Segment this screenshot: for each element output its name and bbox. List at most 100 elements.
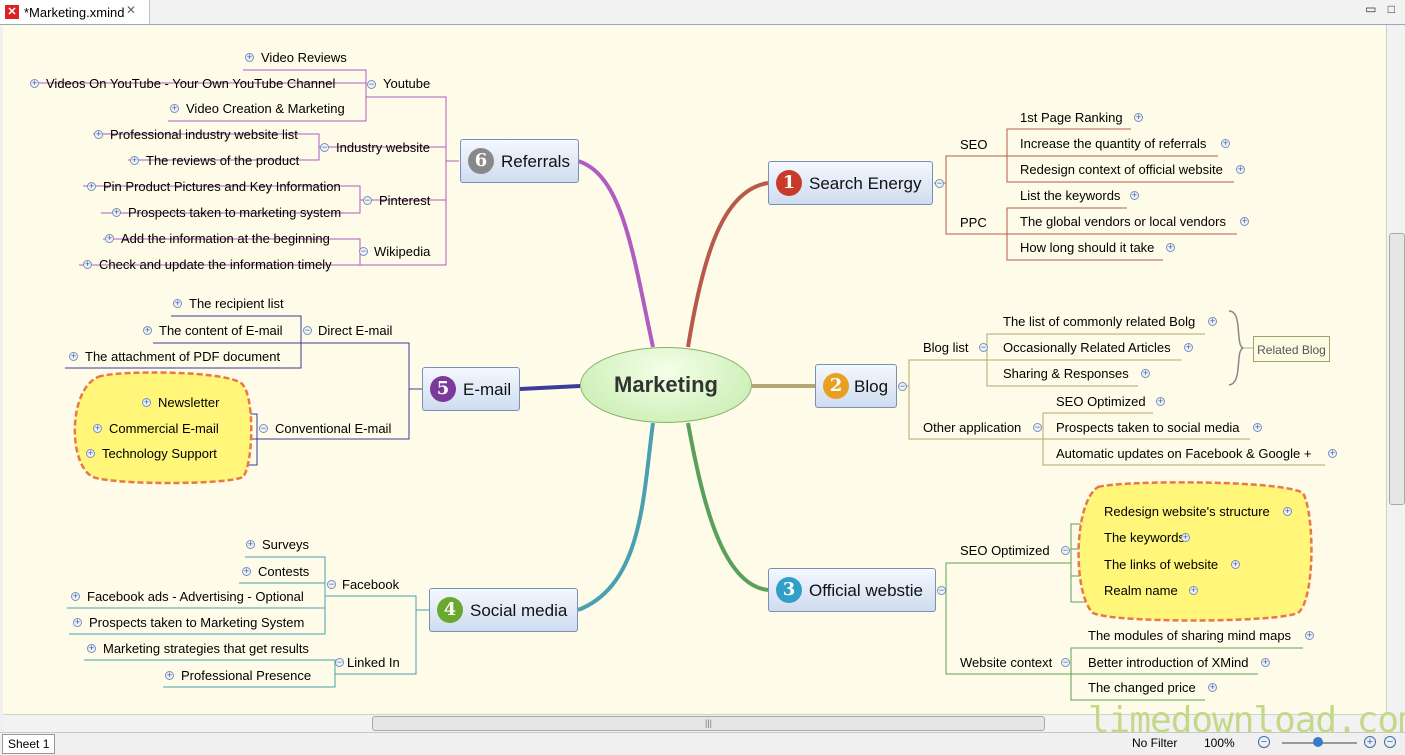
related-blog-label[interactable]: Related Blog [1253, 336, 1330, 362]
subtopic-industry-website[interactable]: Industry website [336, 140, 430, 155]
expand-icon[interactable]: + [173, 298, 182, 308]
collapse-icon[interactable]: − [1061, 657, 1070, 667]
expand-icon[interactable]: + [1208, 682, 1217, 692]
expand-icon[interactable]: + [1141, 368, 1150, 378]
topic-item[interactable]: The changed price [1088, 680, 1196, 695]
topic-item[interactable]: Facebook ads - Advertising - Optional [87, 589, 304, 604]
topic-item[interactable]: Newsletter [158, 395, 220, 410]
expand-icon[interactable]: + [30, 78, 39, 88]
zoom-in-icon[interactable]: + [1364, 736, 1376, 748]
expand-icon[interactable]: + [1166, 242, 1175, 252]
subtopic-youtube[interactable]: Youtube [383, 76, 431, 91]
central-topic[interactable]: Marketing [580, 347, 752, 423]
zoom-out-icon[interactable]: − [1258, 736, 1270, 748]
topic-item[interactable]: Technology Support [102, 446, 217, 461]
subtopic-linked-in[interactable]: Linked In [347, 655, 400, 670]
topic-item[interactable]: The links of website [1104, 557, 1219, 572]
subtopic-facebook[interactable]: Facebook [342, 577, 400, 592]
topic-item[interactable]: Sharing & Responses [1003, 366, 1129, 381]
expand-icon[interactable]: + [142, 397, 151, 407]
topic-item[interactable]: Better introduction of XMind [1088, 655, 1249, 670]
collapse-icon[interactable]: − [335, 657, 344, 667]
expand-icon[interactable]: + [1283, 506, 1292, 516]
topic-item[interactable]: 1st Page Ranking [1020, 110, 1123, 125]
topic-item[interactable]: Pin Product Pictures and Key Information [103, 179, 341, 194]
topic-item[interactable]: Video Creation & Marketing [186, 101, 345, 116]
subtopic-pinterest[interactable]: Pinterest [379, 193, 431, 208]
topic-item[interactable]: Check and update the information timely [99, 257, 332, 272]
vertical-scroll-thumb[interactable] [1389, 233, 1405, 505]
expand-icon[interactable]: + [246, 539, 255, 549]
zoom-fit-icon[interactable]: − [1384, 736, 1396, 748]
expand-icon[interactable]: + [1156, 396, 1165, 406]
expand-icon[interactable]: + [1208, 316, 1217, 326]
expand-icon[interactable]: + [170, 103, 179, 113]
expand-icon[interactable]: + [87, 181, 96, 191]
filter-status[interactable]: No Filter [1132, 736, 1178, 750]
topic-item[interactable]: Prospects taken to Marketing System [89, 615, 305, 630]
subtopic-direct-email[interactable]: Direct E-mail [318, 323, 393, 338]
expand-icon[interactable]: + [1134, 112, 1143, 122]
collapse-icon[interactable]: − [935, 178, 944, 188]
collapse-icon[interactable]: − [363, 195, 372, 205]
expand-icon[interactable]: + [1231, 559, 1240, 569]
topic-item[interactable]: Increase the quantity of referrals [1020, 136, 1207, 151]
topic-item[interactable]: SEO Optimized [1056, 394, 1146, 409]
topic-item[interactable]: How long should it take [1020, 240, 1155, 255]
subtopic-seo[interactable]: SEO [960, 137, 988, 152]
topic-item[interactable]: Marketing strategies that get results [103, 641, 309, 656]
close-icon[interactable]: ✕ [126, 3, 137, 17]
topic-item[interactable]: Professional industry website list [110, 127, 298, 142]
expand-icon[interactable]: + [1221, 138, 1230, 148]
topic-search-energy[interactable]: 1 Search Energy [768, 161, 933, 205]
expand-icon[interactable]: + [1189, 585, 1198, 595]
topic-item[interactable]: The keywords [1104, 530, 1185, 545]
topic-item[interactable]: The content of E-mail [159, 323, 283, 338]
expand-icon[interactable]: + [94, 129, 103, 139]
expand-icon[interactable]: + [130, 155, 139, 165]
topic-item[interactable]: Commercial E-mail [109, 421, 219, 436]
collapse-icon[interactable]: − [979, 342, 988, 352]
topic-item[interactable]: Redesign context of official website [1020, 162, 1223, 177]
topic-official-website[interactable]: 3 Official webstie [768, 568, 936, 612]
expand-icon[interactable]: + [112, 207, 121, 217]
expand-icon[interactable]: + [1305, 630, 1314, 640]
expand-icon[interactable]: + [1253, 422, 1262, 432]
expand-icon[interactable]: + [143, 325, 152, 335]
subtopic-wikipedia[interactable]: Wikipedia [374, 244, 431, 259]
subtopic-seo-optimized[interactable]: SEO Optimized [960, 543, 1050, 558]
subtopic-conventional-email[interactable]: Conventional E-mail [275, 421, 392, 436]
topic-item[interactable]: The modules of sharing mind maps [1088, 628, 1292, 643]
topic-item[interactable]: The list of commonly related Bolg [1003, 314, 1196, 329]
horizontal-scroll-thumb[interactable]: ||| [372, 716, 1045, 731]
expand-icon[interactable]: + [93, 423, 102, 433]
expand-icon[interactable]: + [105, 233, 114, 243]
topic-item[interactable]: The recipient list [189, 296, 284, 311]
collapse-icon[interactable]: − [259, 423, 268, 433]
expand-icon[interactable]: + [1236, 164, 1245, 174]
collapse-icon[interactable]: − [898, 381, 907, 391]
topic-blog[interactable]: 2 Blog [815, 364, 897, 408]
topic-item[interactable]: Professional Presence [181, 668, 312, 683]
expand-icon[interactable]: + [86, 448, 95, 458]
topic-email[interactable]: 5 E-mail [422, 367, 520, 411]
tab-marketing[interactable]: ✕ *Marketing.xmind ✕ [0, 0, 150, 24]
subtopic-website-context[interactable]: Website context [960, 655, 1053, 670]
expand-icon[interactable]: + [69, 351, 78, 361]
collapse-icon[interactable]: − [367, 79, 376, 89]
collapse-icon[interactable]: − [1061, 545, 1070, 555]
topic-item[interactable]: Add the information at the beginning [121, 231, 330, 246]
topic-item[interactable]: Surveys [262, 537, 309, 552]
mindmap-canvas[interactable]: Marketing 6 Referrals 5 E-mail 4 Social … [3, 25, 1386, 714]
topic-item[interactable]: Prospects taken to marketing system [128, 205, 342, 220]
expand-icon[interactable]: + [73, 617, 82, 627]
collapse-icon[interactable]: − [1033, 422, 1042, 432]
expand-icon[interactable]: + [1240, 216, 1249, 226]
topic-item[interactable]: The attachment of PDF document [85, 349, 281, 364]
expand-icon[interactable]: + [83, 259, 92, 269]
topic-social-media[interactable]: 4 Social media [429, 588, 578, 632]
sheet-tab[interactable]: Sheet 1 [2, 734, 56, 754]
topic-item[interactable]: Realm name [1104, 583, 1178, 598]
collapse-icon[interactable]: − [320, 142, 329, 152]
zoom-slider-handle[interactable] [1313, 737, 1323, 747]
